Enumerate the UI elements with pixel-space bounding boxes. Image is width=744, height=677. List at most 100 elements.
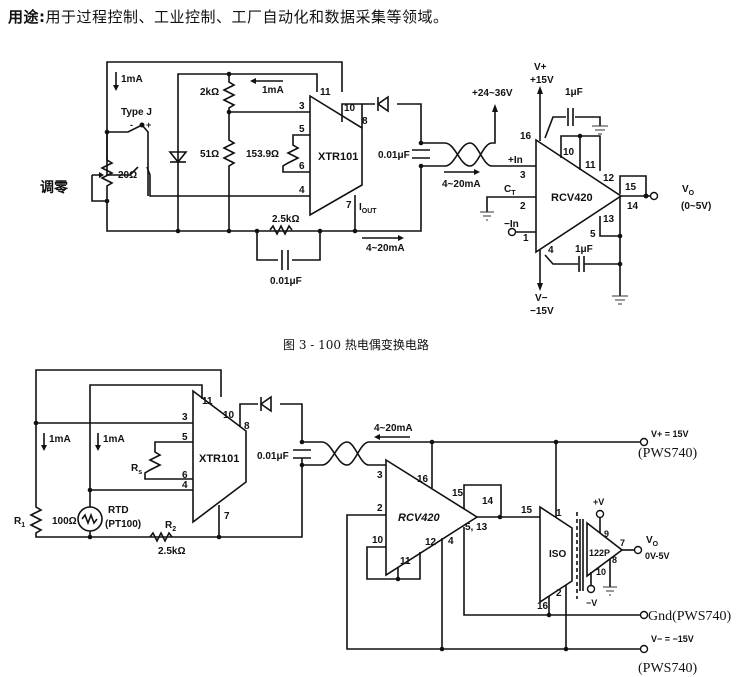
junction-dot [254,228,260,234]
twisted-pair-a [302,441,640,466]
junction-dot [439,646,445,652]
wire-ct [486,196,536,212]
vminus-terminal-icon[interactable] [639,644,649,654]
diode-series-icon [376,95,389,113]
ground-icon [603,586,617,596]
label-r-153: 153.9Ω [246,149,279,160]
label-r1: R1 [14,516,25,529]
pin-label: 10 [563,147,575,158]
gnd-terminal-icon[interactable] [639,610,649,620]
label-vplus-rail: V+ = 15V [651,429,689,439]
arrow-head-icon [492,104,498,112]
junction-dot [577,133,583,139]
label-chip-xtr: XTR101 [199,453,239,465]
vplus-terminal-icon[interactable] [639,437,649,447]
rtd-element [81,512,98,526]
pin-label: 7 [224,511,230,522]
pin-label: 3 [182,412,188,423]
junction-dot [226,71,232,77]
resistor-51-ohm-icon [222,112,236,231]
pin-label: 10 [344,103,356,114]
label-tc-plus: + [146,120,151,130]
pin-label: 3 [377,470,383,481]
junction-dot [87,534,93,540]
wire-feedback [256,231,321,261]
label-chip-rcv: RCV420 [398,512,440,524]
wiper-arrow-icon [99,172,104,178]
pin-label: 14 [482,496,494,507]
label-vo-range: 0V-5V [645,551,670,561]
pin-label: 16 [417,474,429,485]
pin-label: 11 [400,556,411,567]
junction-dot [226,228,232,234]
label-r-51: 51Ω [200,149,219,160]
label-r-2k: 2kΩ [200,87,219,98]
wire-pin13-5 [599,216,621,296]
pin-label: 1 [556,508,562,519]
resistor-25k-icon [269,224,293,236]
label-vplus-src: (PWS740) [638,446,697,461]
pin-label: 16 [537,601,549,612]
junction-dot [429,439,435,445]
wire-diode [239,403,303,442]
pin-label: 2 [556,588,562,599]
label-vo: VO [646,535,659,548]
output-terminal-icon[interactable] [649,191,659,201]
label-rtd: RTD [108,505,129,516]
pin-label: 3 [299,101,305,112]
usage-statement: 用途:用于过程控制、工业控制、工厂自动化和数据采集等领域。 [8,6,449,27]
arrow-head-icon [250,78,256,84]
pin-label: 6 [182,470,188,481]
label-loop-current-a: 4~20mA [442,179,481,190]
diode-series-icon [259,395,272,413]
twisted-pair-b [302,441,386,466]
capacitor-line-icon [293,449,311,459]
minus-v-terminal-icon[interactable] [586,584,596,594]
vo-terminal-icon[interactable] [633,545,643,555]
label-vplus-val: +15V [530,75,554,86]
wire-thermocouple [107,124,149,196]
pin-label: 14 [627,201,639,212]
junction-dot [33,420,39,426]
122p-chip [586,521,624,578]
label-plus-v: +V [593,497,604,507]
label-in-plus: +In [508,155,523,166]
pin-label: 5 [590,229,596,240]
resistor-20-ohm-icon [100,132,114,200]
wire-return [355,166,422,232]
in-minus-terminal-icon[interactable] [507,227,517,237]
wire-tc-minus [107,166,139,176]
arrow-head-icon [374,434,380,440]
wire-pin10-8 [341,103,363,128]
pin-label: 11 [202,396,213,407]
pin-label: 10 [223,410,235,421]
capacitor-001-icon [281,250,289,270]
label-tc-minus: - [130,120,133,130]
pin-label: 6 [299,161,305,172]
label-minus-v: −V [586,598,597,608]
figure-2-rtd-circuit: R1 100Ω 1mA 1mA Rs RTD (PT100) R2 2.5kΩ … [14,369,732,676]
label-zero-adjust: 调零 [40,179,69,196]
junction-dot [226,109,232,115]
isolation-barrier-lines [579,519,584,591]
capacitor-1u-top-icon [567,108,574,126]
resistor-2k-icon [222,74,236,112]
label-rtd-type: (PT100) [105,519,141,530]
arrow-head-icon [113,85,119,91]
junction-dot [175,228,181,234]
resistor-rs-icon [144,441,193,480]
label-c-1u-top: 1μF [565,87,583,98]
wire-vminus-rail [346,514,640,650]
junction-dot [317,228,323,234]
ground-icon [480,211,494,221]
usage-separator: : [39,8,46,26]
pin-label: 11 [320,87,331,98]
label-vminus: V− [535,293,548,304]
rcv420-chip [535,138,623,254]
pin-label: 1 [523,233,529,244]
plus-v-terminal-icon[interactable] [595,509,605,519]
pin-label: 5 [299,124,305,135]
label-r2: R2 [165,520,176,533]
label-vminus-val: −15V [530,306,554,317]
label-vo: VO [682,184,695,197]
